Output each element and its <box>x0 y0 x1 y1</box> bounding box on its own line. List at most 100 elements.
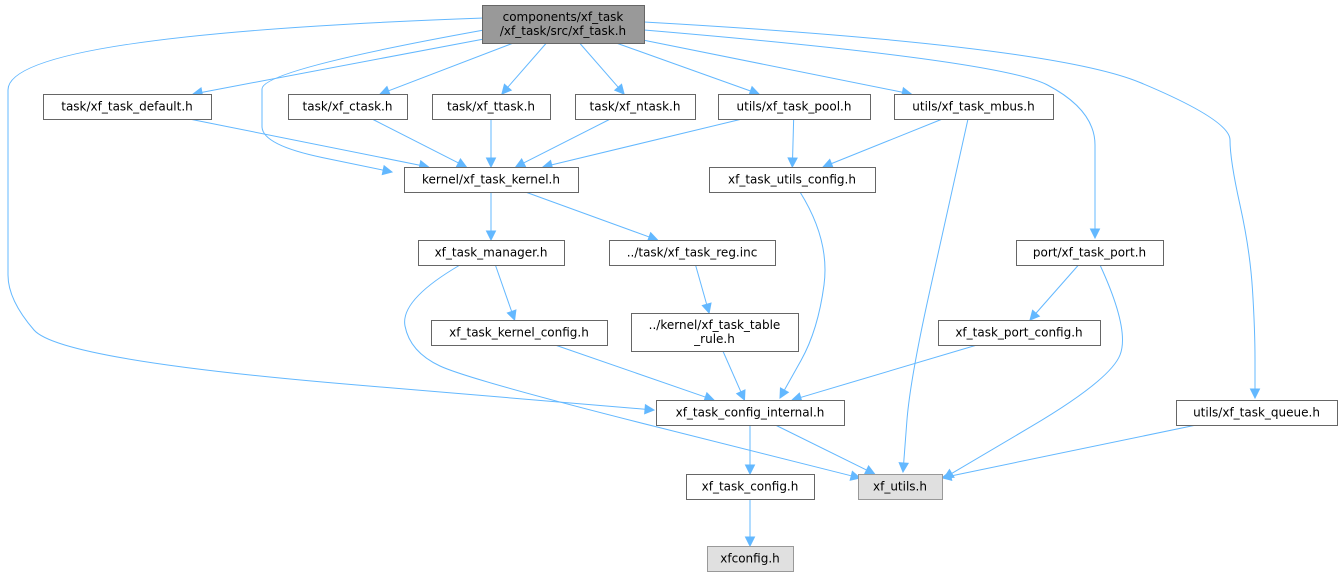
edge-task_ctask-to-kernel <box>371 118 459 164</box>
node-label-table_rule-1: _rule.h <box>693 332 735 346</box>
edge-xf_task_h-to-queue <box>643 21 1256 389</box>
node-box-reg_inc[interactable] <box>609 240 776 266</box>
arrowhead-reg_inc-to-table_rule <box>701 302 712 315</box>
node-box-kernel[interactable] <box>404 167 579 193</box>
node-task_default[interactable]: task/xf_task_default.h <box>43 94 212 120</box>
node-manager[interactable]: xf_task_manager.h <box>418 240 565 266</box>
node-label-utils_pool-0: utils/xf_task_pool.h <box>737 100 852 114</box>
node-label-table_rule-0: ../kernel/xf_task_table <box>649 318 781 332</box>
edge-manager-to-xf_utils <box>404 264 852 477</box>
edge-xf_task_h-to-task_ntask <box>579 42 619 88</box>
node-config_internal[interactable]: xf_task_config_internal.h <box>656 400 845 426</box>
edge-kernel_config-to-config_internal <box>554 344 706 398</box>
arrowhead-xf_task_h-to-config_internal <box>644 403 656 415</box>
arrowhead-xf_task_h-to-task_ctask <box>379 85 391 96</box>
node-box-queue[interactable] <box>1176 400 1338 426</box>
node-label-task_ntask-0: task/xf_ntask.h <box>590 100 681 114</box>
edge-xf_task_h-to-task_ctask <box>388 42 514 92</box>
arrowhead-task_ctask-to-kernel <box>455 157 468 168</box>
node-kernel_config[interactable]: xf_task_kernel_config.h <box>431 320 608 346</box>
arrowhead-utils_mbus-to-xf_utils <box>898 462 910 474</box>
node-label-queue-0: utils/xf_task_queue.h <box>1193 406 1320 420</box>
node-box-port[interactable] <box>1016 240 1164 266</box>
edge-reg_inc-to-table_rule <box>695 264 708 305</box>
node-label-task_default-0: task/xf_task_default.h <box>61 100 193 114</box>
dependency-edges <box>7 17 1261 548</box>
node-label-task_ctask-0: task/xf_ctask.h <box>303 100 393 114</box>
node-label-utils_mbus-0: utils/xf_task_mbus.h <box>912 100 1034 114</box>
node-utils_config[interactable]: xf_task_utils_config.h <box>709 167 876 193</box>
arrowhead-task_ttask-to-kernel <box>485 157 497 169</box>
node-xfconfig[interactable]: xfconfig.h <box>707 546 794 572</box>
edge-kernel-to-reg_inc <box>525 191 650 238</box>
node-utils_mbus[interactable]: utils/xf_task_mbus.h <box>894 94 1054 120</box>
node-xf_task_h[interactable]: components/xf_task/xf_task/src/xf_task.h <box>482 5 645 44</box>
node-port[interactable]: port/xf_task_port.h <box>1016 240 1164 266</box>
node-label-config_internal-0: xf_task_config_internal.h <box>676 406 825 420</box>
node-box-task_ntask[interactable] <box>575 94 696 120</box>
node-queue[interactable]: utils/xf_task_queue.h <box>1176 400 1338 426</box>
node-task_config[interactable]: xf_task_config.h <box>686 474 815 500</box>
arrowhead-xf_task_h-to-utils_pool <box>748 85 761 96</box>
node-kernel[interactable]: kernel/xf_task_kernel.h <box>404 167 579 193</box>
edge-config_internal-to-xf_utils <box>775 424 867 471</box>
node-task_ntask[interactable]: task/xf_ntask.h <box>575 94 696 120</box>
node-reg_inc[interactable]: ../task/xf_task_reg.inc <box>609 240 776 266</box>
node-label-port-0: port/xf_task_port.h <box>1033 246 1146 260</box>
arrowhead-port-to-port_config <box>1029 309 1041 321</box>
edge-port-to-port_config <box>1035 264 1079 314</box>
node-box-port_config[interactable] <box>938 320 1101 346</box>
node-label-manager-0: xf_task_manager.h <box>435 246 548 260</box>
node-box-utils_config[interactable] <box>709 167 876 193</box>
edge-xf_task_h-to-utils_pool <box>616 42 751 92</box>
node-port_config[interactable]: xf_task_port_config.h <box>938 320 1101 346</box>
node-label-task_ttask-0: task/xf_ttask.h <box>447 100 535 114</box>
node-label-xf_task_h-0: components/xf_task <box>503 10 624 24</box>
edge-utils_mbus-to-xf_utils <box>903 118 969 464</box>
edge-xf_task_h-to-utils_mbus <box>643 39 903 93</box>
node-label-task_config-0: xf_task_config.h <box>702 480 799 494</box>
arrowhead-kernel-to-manager <box>485 230 497 242</box>
node-box-xf_utils[interactable] <box>858 474 943 500</box>
node-label-xf_task_h-1: /xf_task/src/xf_task.h <box>500 24 626 38</box>
node-box-table_rule[interactable] <box>631 313 799 352</box>
node-box-xfconfig[interactable] <box>707 546 794 572</box>
edge-xf_task_h-to-port <box>643 29 1096 229</box>
edge-xf_task_h-to-task_default <box>201 38 483 93</box>
node-box-xf_task_h[interactable] <box>482 5 645 44</box>
arrowhead-queue-to-xf_utils <box>940 470 953 482</box>
node-box-task_config[interactable] <box>686 474 815 500</box>
node-label-xfconfig-0: xfconfig.h <box>720 552 779 566</box>
edge-utils_pool-to-kernel <box>551 118 743 166</box>
arrowhead-kernel-to-reg_inc <box>646 231 659 242</box>
edge-xf_task_h-to-config_internal <box>7 17 646 410</box>
arrowhead-config_internal-to-task_config <box>744 464 756 476</box>
node-task_ttask[interactable]: task/xf_ttask.h <box>432 94 551 120</box>
node-box-kernel_config[interactable] <box>431 320 608 346</box>
arrowhead-utils_mbus-to-utils_config <box>822 158 834 169</box>
node-label-utils_config-0: xf_task_utils_config.h <box>728 173 856 187</box>
edge-utils_config-to-config_internal <box>783 191 826 391</box>
node-box-utils_mbus[interactable] <box>894 94 1054 120</box>
edge-port_config-to-config_internal <box>800 344 978 398</box>
node-box-task_ctask[interactable] <box>288 94 408 120</box>
node-box-manager[interactable] <box>418 240 565 266</box>
arrowhead-utils_config-to-config_internal <box>779 387 790 399</box>
node-box-task_ttask[interactable] <box>432 94 551 120</box>
node-box-utils_pool[interactable] <box>718 94 871 120</box>
node-utils_pool[interactable]: utils/xf_task_pool.h <box>718 94 871 120</box>
arrowhead-xf_task_h-to-queue <box>1249 388 1261 400</box>
arrowhead-task_ntask-to-kernel <box>514 157 527 168</box>
node-label-port_config-0: xf_task_port_config.h <box>955 326 1082 340</box>
edge-xf_task_h-to-task_ttask <box>507 42 547 88</box>
node-xf_utils[interactable]: xf_utils.h <box>858 474 943 500</box>
arrowhead-manager-to-kernel_config <box>506 309 517 322</box>
arrowhead-task_config-to-xfconfig <box>744 536 756 548</box>
node-box-config_internal[interactable] <box>656 400 845 426</box>
edge-task_ntask-to-kernel <box>523 118 611 164</box>
node-task_ctask[interactable]: task/xf_ctask.h <box>288 94 408 120</box>
node-table_rule[interactable]: ../kernel/xf_task_table_rule.h <box>631 313 799 352</box>
arrowhead-xf_task_h-to-task_ntask <box>613 83 625 95</box>
node-box-task_default[interactable] <box>43 94 212 120</box>
arrowhead-config_internal-to-xf_utils <box>863 465 876 475</box>
